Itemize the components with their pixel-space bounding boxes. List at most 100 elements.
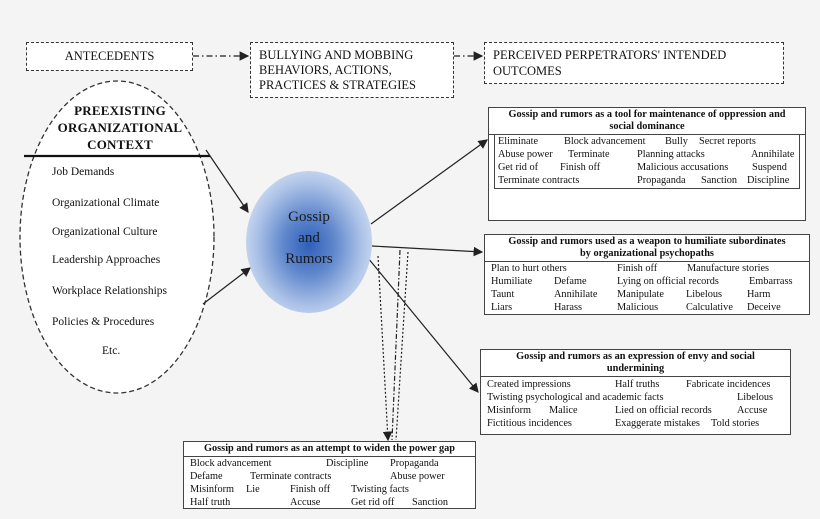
- weapon-panel: Gossip and rumors used as a weapon to hu…: [484, 234, 810, 315]
- table-row: Fictitious incidences Exaggerate mistake…: [481, 418, 790, 431]
- term: Eliminate: [498, 136, 539, 147]
- term: Suspend: [752, 162, 787, 173]
- outcomes-line-1: PERCEIVED PERPETRATORS' INTENDED: [493, 48, 727, 62]
- table-row: Taunt Annihilate Manipulate Libelous Har…: [485, 289, 809, 302]
- term: Fictitious incidences: [487, 418, 572, 429]
- term: Manufacture stories: [687, 263, 770, 274]
- term: Humiliate: [491, 276, 533, 287]
- weapon-title-line-1: Gossip and rumors used as a weapon to hu…: [508, 236, 786, 247]
- arrow-to-powergap-c: [395, 251, 409, 441]
- term: Misinform: [487, 405, 532, 416]
- term: Finish off: [617, 263, 658, 274]
- term: Created impressions: [487, 379, 571, 390]
- center-line-1: Gossip: [288, 209, 330, 225]
- term: Discipline: [326, 458, 369, 469]
- weapon-title: Gossip and rumors used as a weapon to hu…: [485, 235, 809, 262]
- context-item: Organizational Culture: [52, 226, 158, 238]
- table-row: Humiliate Defame Lying on official recor…: [485, 276, 809, 289]
- term: Accuse: [290, 497, 321, 508]
- oppression-title-line-2: social dominance: [609, 121, 685, 132]
- antecedents-box: ANTECEDENTS: [26, 42, 193, 71]
- term: Twisting facts: [351, 484, 409, 495]
- table-row: Eliminate Block advancement Bully Secret…: [495, 136, 799, 149]
- oppression-title: Gossip and rumors as a tool for maintena…: [489, 108, 805, 135]
- term: Libelous: [737, 392, 774, 403]
- term: Propaganda: [637, 175, 686, 186]
- context-item: Workplace Relationships: [52, 285, 168, 297]
- table-row: Terminate contracts Propaganda Sanction …: [495, 175, 799, 188]
- term: Lie: [246, 484, 260, 495]
- envy-title-line-2: undermining: [606, 363, 665, 374]
- term: Libelous: [686, 289, 723, 300]
- context-item: Job Demands: [52, 166, 115, 178]
- term: Get rid off: [351, 497, 395, 508]
- term: Malicious accusations: [637, 162, 729, 173]
- arrow-to-oppression: [370, 139, 488, 225]
- arrow-to-powergap-b: [391, 249, 401, 441]
- outcomes-line-2: OUTCOMES: [493, 64, 562, 78]
- table-row: Misinform Lie Finish off Twisting facts: [184, 484, 475, 497]
- term: Annihilate: [751, 149, 795, 160]
- term: Twisting psychological and academic fact…: [487, 392, 664, 403]
- term: Secret reports: [699, 136, 756, 147]
- powergap-body: Block advancement Discipline Propaganda …: [184, 457, 475, 510]
- term: Lied on official records: [615, 405, 712, 416]
- context-item: Leadership Approaches: [52, 254, 161, 266]
- term: Plan to hurt others: [491, 263, 567, 274]
- arrow-to-powergap-a: [377, 255, 393, 442]
- powergap-panel: Gossip and rumors as an attempt to widen…: [183, 441, 476, 509]
- term: Lying on official records: [617, 276, 719, 287]
- envy-body: Created impressions Half truths Fabricat…: [481, 377, 790, 431]
- oppression-body: Eliminate Block advancement Bully Secret…: [494, 135, 800, 189]
- context-title-line-1: PREEXISTING: [74, 103, 166, 118]
- table-row: Created impressions Half truths Fabricat…: [481, 379, 790, 392]
- gossip-rumors-node: Gossip and Rumors: [246, 171, 372, 313]
- outcomes-box: PERCEIVED PERPETRATORS' INTENDED OUTCOME…: [484, 42, 784, 84]
- context-ellipse: [19, 80, 215, 394]
- behaviors-box: BULLYING AND MOBBING BEHAVIORS, ACTIONS,…: [250, 42, 454, 98]
- term: Discipline: [747, 175, 790, 186]
- term: Defame: [554, 276, 587, 287]
- term: Annihilate: [554, 289, 598, 300]
- context-title: PREEXISTING ORGANIZATIONAL CONTEXT: [40, 102, 200, 153]
- term: Defame: [190, 471, 223, 482]
- term: Sanction: [701, 175, 738, 186]
- arrow-context-lower: [202, 267, 251, 305]
- term: Taunt: [491, 289, 515, 300]
- weapon-body: Plan to hurt others Finish off Manufactu…: [485, 262, 809, 315]
- envy-title: Gossip and rumors as an expression of en…: [481, 350, 790, 377]
- term: Terminate: [568, 149, 610, 160]
- envy-panel: Gossip and rumors as an expression of en…: [480, 349, 791, 435]
- arrow-context-upper: [205, 149, 249, 213]
- context-item: Policies & Procedures: [52, 316, 155, 328]
- arrow-to-envy: [367, 257, 479, 393]
- center-line-3: Rumors: [285, 251, 333, 267]
- term: Malicious: [617, 302, 659, 313]
- table-row: Twisting psychological and academic fact…: [481, 392, 790, 405]
- table-row: Get rid of Finish off Malicious accusati…: [495, 162, 799, 175]
- term: Manipulate: [617, 289, 664, 300]
- behaviors-line-1: BULLYING AND MOBBING: [259, 48, 414, 62]
- term: Fabricate incidences: [686, 379, 771, 390]
- center-line-2: and: [298, 230, 320, 246]
- term: Abuse power: [498, 149, 553, 160]
- table-row: Defame Terminate contracts Abuse power: [184, 471, 475, 484]
- context-title-line-3: CONTEXT: [87, 137, 153, 152]
- powergap-title-line-1: Gossip and rumors as an attempt to widen…: [204, 443, 455, 454]
- oppression-panel: Gossip and rumors as a tool for maintena…: [488, 107, 806, 221]
- antecedents-label: ANTECEDENTS: [64, 49, 155, 63]
- term: Terminate contracts: [498, 175, 580, 186]
- term: Calculative: [686, 302, 733, 313]
- table-row: Half truth Accuse Get rid off Sanction: [184, 497, 475, 510]
- oppression-title-line-1: Gossip and rumors as a tool for maintena…: [508, 109, 786, 120]
- term: Bully: [665, 136, 688, 147]
- term: Accuse: [737, 405, 768, 416]
- term: Get rid of: [498, 162, 539, 173]
- table-row: Plan to hurt others Finish off Manufactu…: [485, 263, 809, 276]
- term: Finish off: [560, 162, 601, 173]
- envy-title-line-1: Gossip and rumors as an expression of en…: [516, 351, 755, 362]
- term: Block advancement: [564, 136, 646, 147]
- term: Deceive: [747, 302, 781, 313]
- powergap-title: Gossip and rumors as an attempt to widen…: [184, 442, 475, 457]
- term: Sanction: [412, 497, 449, 508]
